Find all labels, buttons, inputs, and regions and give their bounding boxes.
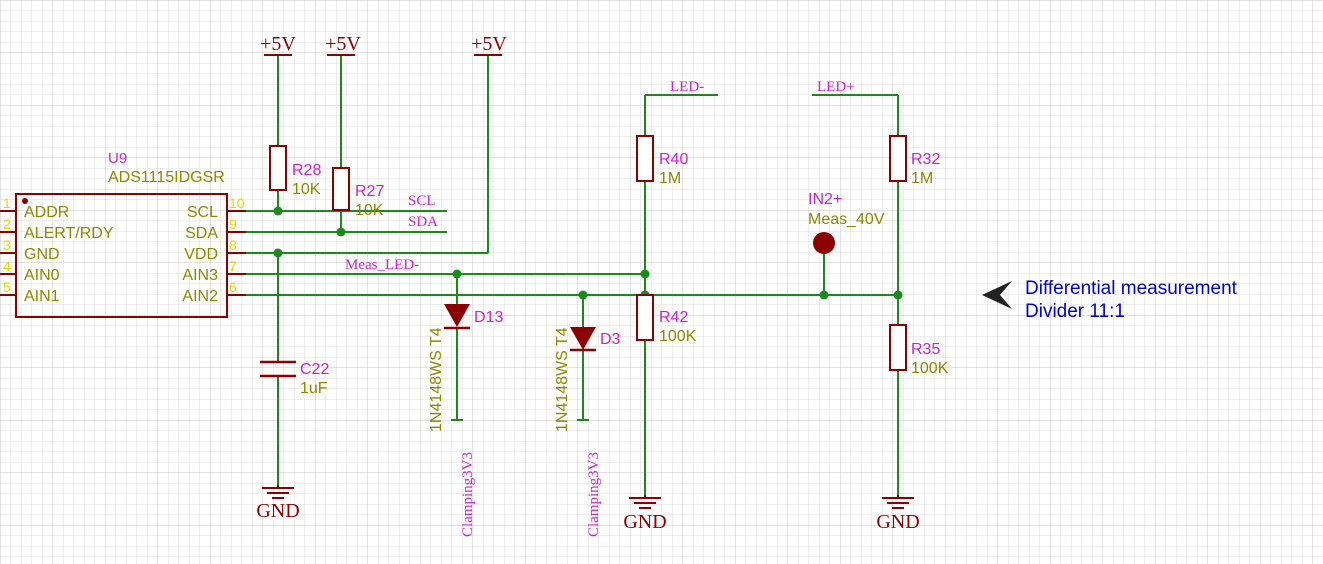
test-point-pad bbox=[813, 232, 835, 254]
gnd-symbol-1[interactable]: GND bbox=[256, 485, 300, 522]
resistor-body bbox=[636, 135, 654, 182]
r35-value: 100K bbox=[911, 360, 949, 377]
pin-number: 6 bbox=[229, 279, 237, 295]
pin-number: 3 bbox=[3, 237, 11, 253]
junction-dot bbox=[640, 269, 650, 279]
resistor-body bbox=[269, 145, 287, 191]
ic-pin-stubs bbox=[0, 210, 246, 296]
resistor-r42[interactable]: R42 100K bbox=[636, 294, 697, 345]
ic-u9[interactable]: U9 ADS1115IDGSR ADDR ALERT/RDY GND AIN0 … bbox=[3, 150, 245, 318]
resistor-r35[interactable]: R35 100K bbox=[889, 324, 949, 377]
pin-name-alert: ALERT/RDY bbox=[24, 225, 114, 242]
junction-dot bbox=[452, 269, 462, 279]
diode-d13[interactable]: D13 1N4148WS T4 Clamping3V3 bbox=[428, 304, 503, 537]
r28-value: 10K bbox=[292, 181, 321, 198]
pin1-marker bbox=[22, 198, 28, 204]
note-arrow-icon bbox=[982, 281, 1012, 309]
d13-designator: D13 bbox=[474, 309, 503, 326]
power-vcc-3[interactable]: +5V bbox=[471, 33, 507, 56]
diode-triangle bbox=[444, 304, 470, 327]
r40-value: 1M bbox=[659, 170, 681, 187]
net-label-sda[interactable]: SDA bbox=[408, 214, 438, 230]
junction-dot bbox=[273, 206, 283, 216]
pin-name-gnd: GND bbox=[24, 246, 60, 263]
pin-number: 8 bbox=[229, 237, 237, 253]
r32-value: 1M bbox=[911, 170, 933, 187]
gnd-symbol-2[interactable]: GND bbox=[623, 495, 667, 533]
r35-designator: R35 bbox=[911, 341, 940, 358]
c22-designator: C22 bbox=[300, 361, 329, 378]
power-vcc-1[interactable]: +5V bbox=[260, 33, 296, 56]
resistor-r27[interactable]: R27 10K bbox=[332, 167, 384, 219]
pin-name-ain1: AIN1 bbox=[24, 288, 60, 305]
ic-value: ADS1115IDGSR bbox=[108, 169, 225, 186]
r27-designator: R27 bbox=[355, 183, 384, 200]
test-point-in2[interactable]: IN2+ Meas_40V bbox=[808, 191, 885, 254]
d3-net: Clamping3V3 bbox=[586, 452, 602, 537]
junction-dot bbox=[273, 248, 283, 258]
pin-number: 5 bbox=[3, 279, 11, 295]
capacitor-c22[interactable]: C22 1uF bbox=[260, 360, 329, 397]
junction-dot bbox=[819, 290, 829, 300]
r28-designator: R28 bbox=[292, 162, 321, 179]
net-label-led-minus[interactable]: LED- bbox=[670, 79, 704, 95]
junction-dot bbox=[336, 227, 346, 237]
diode-d3[interactable]: D3 1N4148WS T4 Clamping3V3 bbox=[554, 327, 621, 537]
pin-name-addr: ADDR bbox=[24, 204, 69, 221]
resistor-r40[interactable]: R40 1M bbox=[636, 135, 688, 187]
r42-value: 100K bbox=[659, 328, 697, 345]
pin-number: 4 bbox=[3, 258, 11, 274]
resistor-r32[interactable]: R32 1M bbox=[889, 135, 940, 187]
net-label-scl[interactable]: SCL bbox=[408, 193, 436, 209]
annotation-note: Differential measurement Divider 11:1 bbox=[982, 278, 1238, 322]
junction-dot bbox=[578, 290, 588, 300]
d3-part: 1N4148WS T4 bbox=[554, 327, 571, 432]
net-label-meas-led[interactable]: Meas_LED- bbox=[345, 257, 419, 273]
vcc-label: +5V bbox=[471, 33, 507, 55]
r40-designator: R40 bbox=[659, 151, 688, 168]
pin-name-sda: SDA bbox=[185, 225, 218, 242]
r42-designator: R42 bbox=[659, 309, 688, 326]
diode-triangle bbox=[570, 327, 596, 350]
d13-part: 1N4148WS T4 bbox=[428, 327, 445, 432]
gnd-symbol-3[interactable]: GND bbox=[876, 495, 920, 533]
pin-name-vdd: VDD bbox=[184, 246, 218, 263]
net-label-led-plus[interactable]: LED+ bbox=[817, 79, 855, 95]
note-line-1: Differential measurement bbox=[1025, 278, 1238, 299]
vcc-label: +5V bbox=[260, 33, 296, 55]
resistor-body bbox=[889, 135, 907, 182]
pin-name-scl: SCL bbox=[187, 204, 218, 221]
pin-name-ain3: AIN3 bbox=[182, 267, 218, 284]
test-point-designator: IN2+ bbox=[808, 191, 842, 208]
d3-designator: D3 bbox=[600, 331, 621, 348]
pin-number: 7 bbox=[229, 258, 237, 274]
test-point-value: Meas_40V bbox=[808, 211, 885, 228]
junction-dot bbox=[893, 290, 903, 300]
resistor-r28[interactable]: R28 10K bbox=[269, 145, 321, 198]
c22-value: 1uF bbox=[300, 380, 328, 397]
pin-number: 10 bbox=[229, 195, 245, 211]
d13-net: Clamping3V3 bbox=[460, 452, 476, 537]
ic-body bbox=[15, 193, 228, 318]
resistor-body bbox=[889, 324, 907, 371]
pin-number: 2 bbox=[3, 216, 11, 232]
note-line-2: Divider 11:1 bbox=[1025, 301, 1125, 322]
resistor-body bbox=[332, 167, 350, 211]
vcc-label: +5V bbox=[325, 33, 361, 55]
pin-name-ain2: AIN2 bbox=[182, 288, 218, 305]
resistor-body bbox=[636, 294, 654, 341]
power-vcc-2[interactable]: +5V bbox=[325, 33, 361, 56]
gnd-label: GND bbox=[256, 500, 299, 522]
r32-designator: R32 bbox=[911, 151, 940, 168]
gnd-label: GND bbox=[876, 511, 919, 533]
r27-value: 10K bbox=[355, 202, 384, 219]
gnd-label: GND bbox=[623, 511, 666, 533]
pin-number: 1 bbox=[3, 195, 11, 211]
ic-designator: U9 bbox=[108, 150, 127, 167]
pin-name-ain0: AIN0 bbox=[24, 267, 60, 284]
pin-number: 9 bbox=[229, 216, 237, 232]
